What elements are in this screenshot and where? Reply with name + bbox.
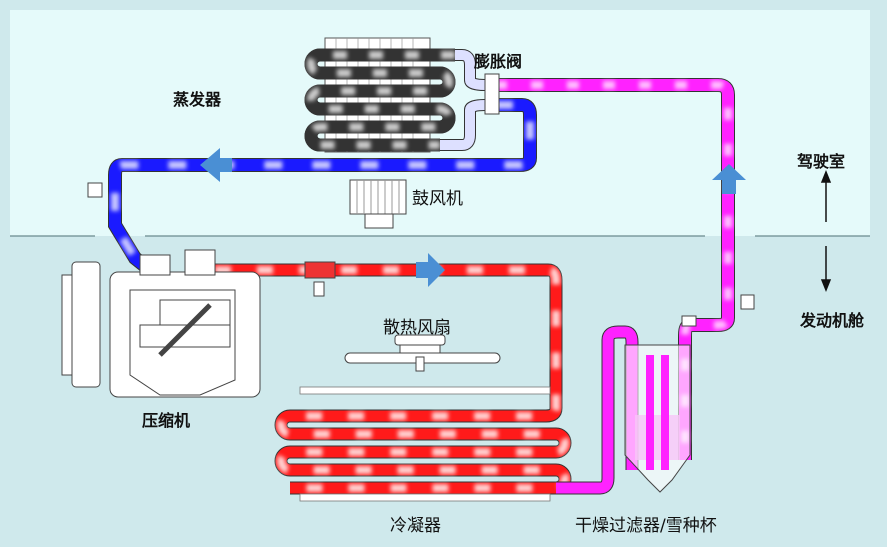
condenser-label: 冷凝器: [390, 516, 441, 536]
low-pressure-pipe: [87, 98, 537, 276]
receiver-drier: [624, 344, 691, 493]
cabin-arrow-up-icon: [820, 169, 832, 222]
radiator-fan: [344, 334, 501, 372]
expansion-valve-label: 膨胀阀: [474, 52, 523, 71]
evaporator-label: 蒸发器: [173, 90, 222, 109]
flow-arrow-right: [416, 253, 445, 287]
high-pressure-gas-pipe: [215, 261, 572, 495]
blower: [349, 179, 407, 229]
flow-arrow-left: [200, 148, 232, 182]
radiator-fan-label: 散热风扇: [383, 318, 451, 338]
compressor: [61, 249, 261, 398]
compressor-label: 压缩机: [142, 411, 191, 430]
condenser-to-drier-pipe: [556, 325, 639, 495]
condenser: [299, 386, 551, 502]
flow-arrow-up: [712, 164, 746, 194]
expansion-valve: [484, 73, 500, 115]
blower-label: 鼓风机: [412, 189, 463, 209]
high-pressure-liquid-pipe: [495, 78, 755, 460]
cabin-label: 驾驶室: [797, 152, 846, 171]
engine-arrow-down-icon: [820, 246, 832, 293]
engine-bay-label: 发动机舱: [800, 311, 865, 330]
drier-label: 干燥过滤器/雪种杯: [575, 516, 717, 536]
evaporator: [311, 37, 486, 153]
